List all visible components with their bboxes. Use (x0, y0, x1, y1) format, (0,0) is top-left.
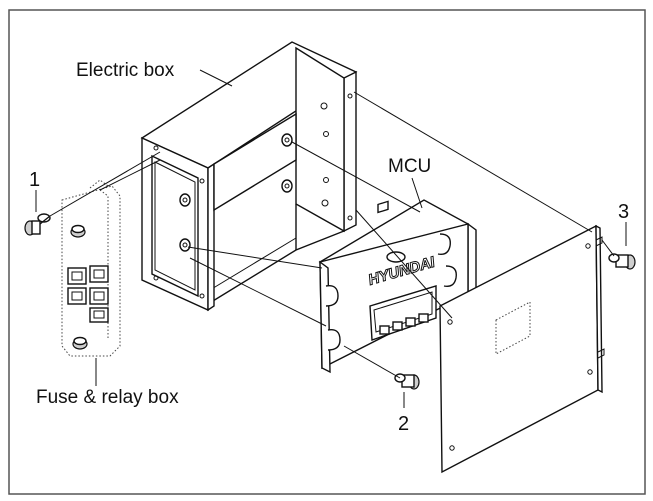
bolt-1 (24, 213, 51, 236)
mcu-button (379, 325, 390, 335)
assembly-guide-lines (49, 91, 615, 379)
mcu-logo-badge (386, 251, 406, 263)
bolt-3 (608, 253, 636, 270)
callout-2: 2 (398, 413, 409, 435)
diagram-frame (8, 9, 646, 495)
mounting-boss (179, 133, 293, 252)
relay (89, 287, 109, 305)
cover-label-area (495, 301, 531, 355)
fuse-relay-box-label: Fuse & relay box (36, 387, 179, 408)
callout-3: 3 (618, 201, 629, 223)
bolt-2 (394, 373, 420, 390)
electric-box-leader (199, 69, 233, 87)
callout-1: 1 (29, 169, 40, 191)
relay (89, 265, 109, 283)
relay (89, 307, 109, 323)
fuse-box-screw (70, 224, 86, 238)
relay (67, 287, 87, 305)
mcu-button (405, 317, 416, 327)
electric-box (140, 41, 358, 312)
mcu-button (418, 313, 429, 323)
mcu-unit: HYUNDAI (318, 199, 477, 374)
mcu-leader (411, 177, 423, 209)
fuse-box-screw (72, 336, 88, 350)
cover-plate (439, 224, 605, 474)
fuse-relay-box (61, 179, 121, 357)
relay (67, 267, 87, 285)
mcu-label: MCU (388, 156, 431, 177)
electric-box-label: Electric box (76, 60, 175, 81)
mcu-button (392, 321, 403, 331)
mcu-button (377, 200, 389, 214)
